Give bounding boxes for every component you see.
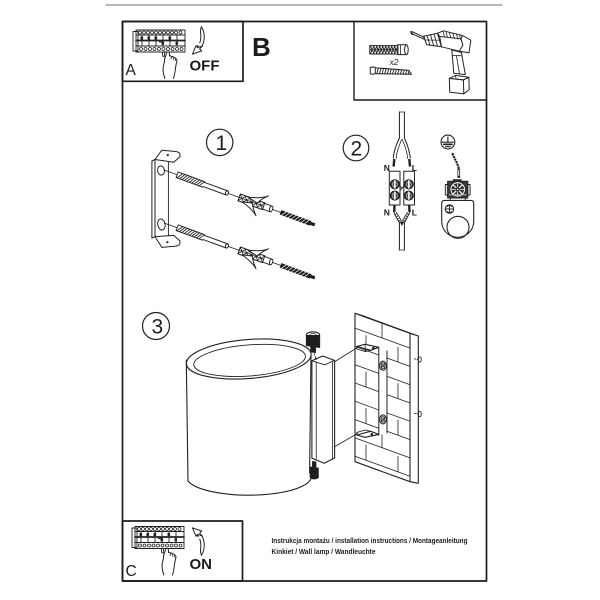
svg-text:L: L	[412, 163, 417, 173]
svg-text:OFF: OFF	[190, 58, 220, 75]
svg-text:Instrukcja montażu / installat: Instrukcja montażu / installation instru…	[272, 536, 468, 545]
svg-text:Kinkiet / Wall lamp / Wandleuc: Kinkiet / Wall lamp / Wandleuchte	[272, 547, 376, 556]
svg-text:C: C	[126, 563, 137, 580]
svg-text:L: L	[412, 207, 417, 217]
svg-text:A: A	[126, 62, 137, 79]
svg-text:N: N	[384, 207, 390, 217]
svg-text:x2: x2	[389, 57, 399, 67]
svg-text:1: 1	[216, 132, 228, 155]
svg-text:B: B	[252, 32, 271, 62]
svg-text:2: 2	[351, 138, 363, 161]
svg-text:3: 3	[152, 316, 164, 339]
svg-text:N: N	[384, 163, 390, 173]
svg-text:ON: ON	[190, 556, 213, 573]
